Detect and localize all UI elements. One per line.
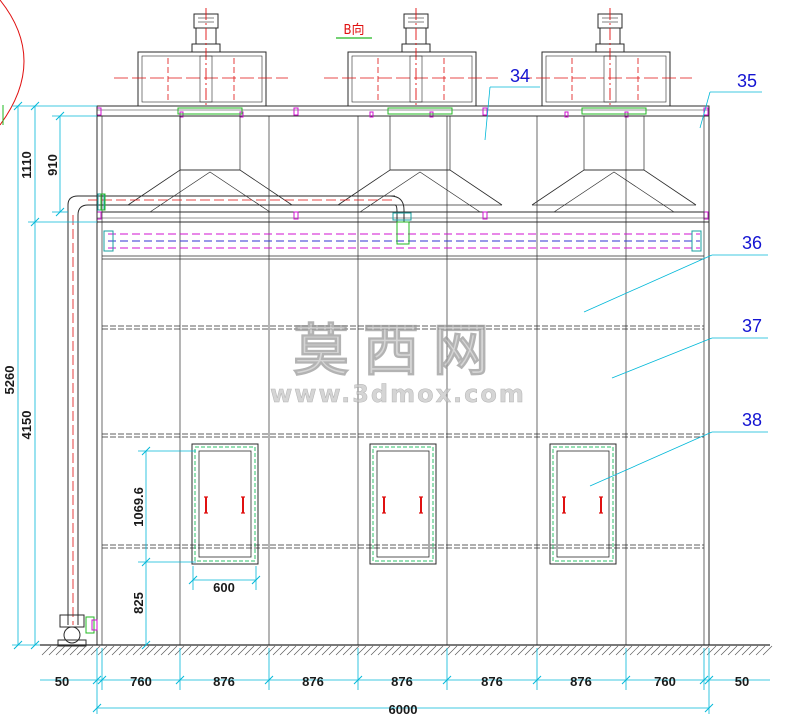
bottom-dim: 876 <box>481 674 503 689</box>
callout-36: 36 <box>742 233 762 253</box>
watermark-chinese: 莫西网 <box>293 319 503 384</box>
dimension-lines <box>12 86 770 714</box>
callout-37: 37 <box>742 316 762 336</box>
dim-plenum-height: 910 <box>45 154 60 176</box>
bottom-dim: 876 <box>302 674 324 689</box>
fan-unit <box>114 8 293 213</box>
overall-width: 6000 <box>389 702 418 717</box>
dim-door-width: 600 <box>213 580 235 595</box>
callout-34: 34 <box>510 66 530 86</box>
door <box>369 443 437 565</box>
bottom-dim: 50 <box>55 674 69 689</box>
dashed-pipe-band <box>103 230 702 252</box>
red-arc-left <box>0 0 25 126</box>
view-label: B向 <box>343 22 364 38</box>
dim-total-height: 5260 <box>2 366 17 395</box>
bottom-dim: 876 <box>391 674 413 689</box>
bottom-dim: 760 <box>654 674 676 689</box>
callout-35: 35 <box>737 71 757 91</box>
dimension-ticks <box>13 101 714 713</box>
dim-body-height: 4150 <box>19 411 34 440</box>
bottom-dim: 50 <box>735 674 749 689</box>
vertical-dimension-labels: 5260 1110 910 4150 1069.6 825 <box>2 151 146 614</box>
watermark-url: www.3dmox.com <box>270 380 526 408</box>
booth-body <box>96 106 710 645</box>
dim-door-sill: 825 <box>131 592 146 614</box>
bottom-dim: 876 <box>570 674 592 689</box>
bottom-dimension-chain: 50 760 876 876 876 876 876 760 50 6000 <box>55 674 749 717</box>
bottom-dim: 760 <box>130 674 152 689</box>
door <box>549 443 617 565</box>
dim-door-height: 1069.6 <box>131 487 146 527</box>
dim-roof-height: 1110 <box>19 151 34 179</box>
bottom-dim: 876 <box>213 674 235 689</box>
fan-unit <box>518 8 697 213</box>
callout-38: 38 <box>742 410 762 430</box>
doors <box>191 443 617 565</box>
ground <box>40 644 773 656</box>
door <box>191 443 259 565</box>
